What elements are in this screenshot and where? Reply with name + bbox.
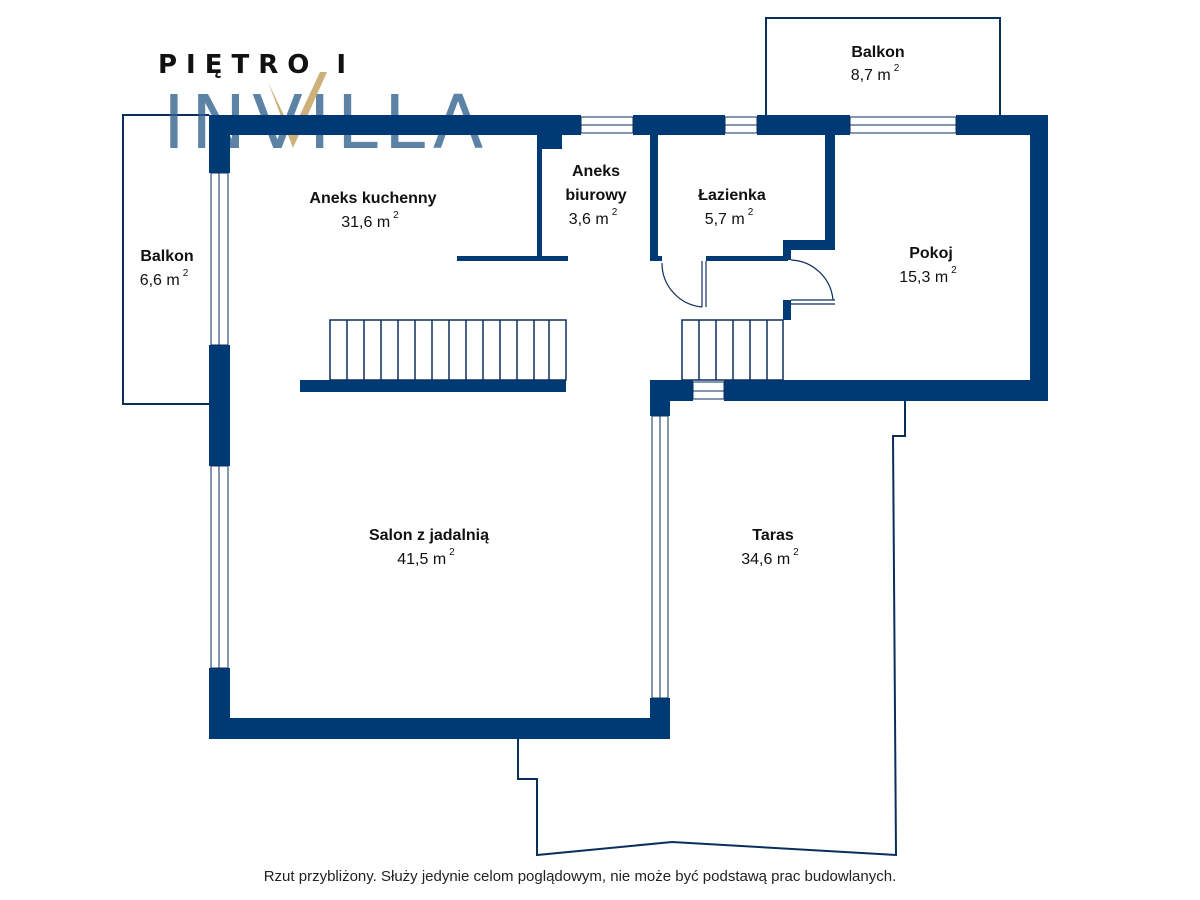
wall-south [209, 718, 669, 739]
staircase-salon [329, 319, 567, 381]
wall-top-east [956, 115, 1048, 135]
svg-text:31,6 m2: 31,6 m2 [341, 210, 399, 231]
wall-pokoj-south [724, 380, 1048, 401]
staircase-corridor [681, 319, 784, 381]
wall-corridor-east-bottom [783, 300, 791, 320]
door-bathroom [661, 261, 707, 308]
svg-text:Salon z jadalnią: Salon z jadalnią [369, 527, 489, 544]
svg-text:34,6 m2: 34,6 m2 [741, 547, 799, 568]
wall-bath-west [650, 115, 658, 261]
wall-west-mid [209, 345, 230, 466]
wall-salon-east-bottom [650, 698, 670, 739]
wall-kitchen-counter [457, 256, 568, 261]
door-pokoj [790, 259, 835, 305]
svg-text:8,7 m2: 8,7 m2 [851, 63, 900, 84]
walls [209, 115, 1048, 739]
svg-text:Taras: Taras [752, 527, 794, 544]
terrace-outline [517, 400, 906, 857]
wall-top-west [209, 115, 581, 135]
wall-bath-south-right [706, 256, 788, 261]
wall-bath-east [825, 115, 835, 250]
wall-corridor-east-top [783, 240, 791, 260]
wall-aneks-biurowy-west [537, 135, 542, 260]
svg-text:3,6 m2: 3,6 m2 [569, 207, 618, 228]
wall-west-top [209, 115, 230, 173]
wall-bath-south-left [650, 256, 662, 261]
wall-top-mid2 [757, 115, 850, 135]
floor-title: PIĘTRO I [158, 50, 356, 80]
svg-text:biurowy: biurowy [565, 187, 626, 204]
wall-bath-step [783, 240, 835, 250]
svg-text:6,6 m2: 6,6 m2 [140, 268, 189, 289]
svg-text:Łazienka: Łazienka [698, 187, 766, 204]
svg-text:Aneks: Aneks [572, 163, 620, 180]
svg-text:Aneks kuchenny: Aneks kuchenny [309, 190, 436, 207]
windows [210, 116, 957, 699]
logo-accent-v [268, 72, 327, 148]
balcony-top-outline [765, 17, 1001, 115]
wall-stair-rail [300, 380, 566, 392]
balcony-left-outline [122, 114, 209, 405]
wall-top-mid [633, 115, 725, 135]
svg-text:Balkon: Balkon [851, 44, 904, 61]
svg-text:5,7 m2: 5,7 m2 [705, 207, 754, 228]
doors [661, 259, 835, 308]
svg-text:41,5 m2: 41,5 m2 [397, 547, 455, 568]
svg-text:Pokoj: Pokoj [909, 245, 953, 262]
disclaimer-footnote: Rzut przybliżony. Służy jedynie celom po… [263, 868, 897, 885]
wall-east [1030, 115, 1048, 401]
svg-text:Balkon: Balkon [140, 248, 193, 265]
wall-stub [540, 115, 562, 149]
svg-text:15,3 m2: 15,3 m2 [899, 265, 957, 286]
wall-salon-east-top [650, 380, 670, 416]
